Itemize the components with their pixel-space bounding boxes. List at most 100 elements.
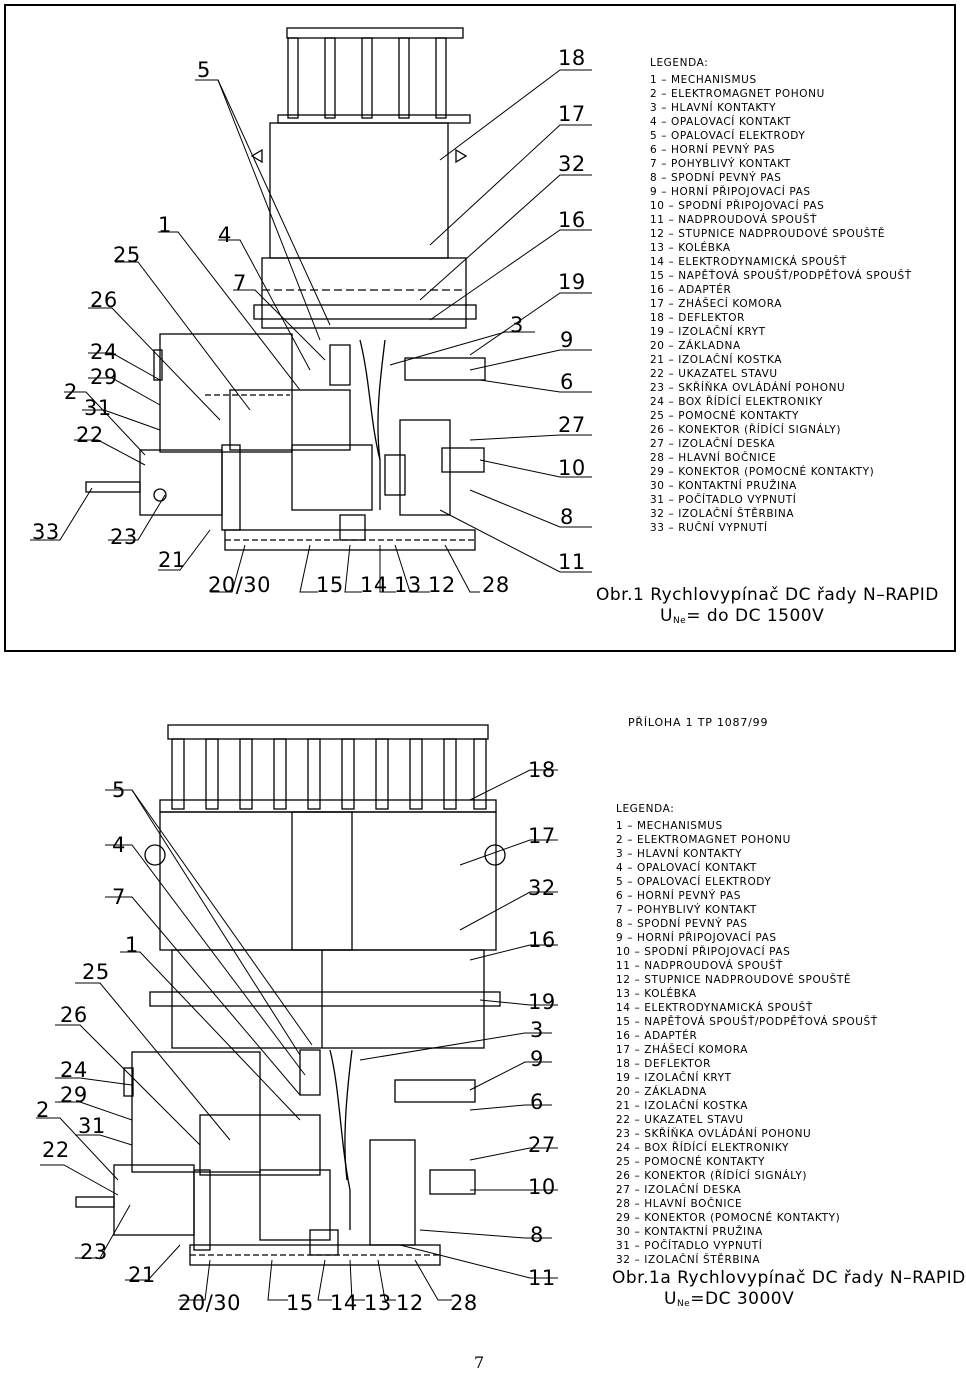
legend-item: 2 – ELEKTROMAGNET POHONU <box>650 88 825 100</box>
label-9: 9 <box>530 1047 544 1071</box>
legend-item: 29 – KONEKTOR (POMOCNÉ KONTAKTY) <box>650 466 875 478</box>
legend-item: 26 – KONEKTOR (ŘÍDÍCÍ SIGNÁLY) <box>650 424 842 436</box>
legend-item: 14 – ELEKTRODYNAMICKÁ SPOUŠŤ <box>616 1002 813 1014</box>
label-10: 10 <box>558 456 586 480</box>
legend-item: 19 – IZOLAČNÍ KRYT <box>650 326 766 338</box>
legend-item: 14 – ELEKTRODYNAMICKÁ SPOUŠŤ <box>650 256 847 268</box>
label-2: 2 <box>64 380 78 404</box>
legend-item: 23 – SKŘÍŇKA OVLÁDÁNÍ POHONU <box>650 382 846 394</box>
page-number: 7 <box>474 1353 485 1372</box>
drive-housing <box>75 1164 211 1251</box>
label-4: 4 <box>218 223 232 247</box>
legend-item: 11 – NADPROUDOVÁ SPOUŠŤ <box>650 214 818 226</box>
mechanism <box>199 1049 353 1256</box>
legend-item: 10 – SPODNÍ PŘIPOJOVACÍ PAS <box>650 200 825 212</box>
legend-item: 6 – HORNÍ PEVNÝ PAS <box>650 144 776 156</box>
label-5: 5 <box>197 58 211 82</box>
label-7: 7 <box>233 271 247 295</box>
legend-item: 33 – RUČNÍ VYPNUTÍ <box>650 522 768 534</box>
legend-item: 29 – KONEKTOR (POMOCNÉ KONTAKTY) <box>616 1212 841 1224</box>
label-24: 24 <box>60 1058 88 1082</box>
label-13: 13 <box>364 1291 392 1315</box>
legend-item: 4 – OPALOVACÍ KONTAKT <box>650 116 791 128</box>
label-29: 29 <box>60 1083 88 1107</box>
label-32: 32 <box>528 876 556 900</box>
label-16: 16 <box>558 208 586 232</box>
label-11: 11 <box>558 550 586 574</box>
label-27: 27 <box>558 413 586 437</box>
label-31: 31 <box>78 1114 106 1138</box>
label-15: 15 <box>286 1291 314 1315</box>
label-1: 1 <box>125 933 139 957</box>
label-1: 1 <box>158 213 172 237</box>
legend-item: 20 – ZÁKLADNA <box>616 1086 707 1098</box>
legend-item: 15 – NAPĚŤOVÁ SPOUŠŤ/PODPĚŤOVÁ SPOUŠŤ <box>616 1016 878 1028</box>
label-13: 13 <box>394 573 422 597</box>
legend-item: 30 – KONTAKTNÍ PRUŽINA <box>616 1226 763 1238</box>
legend-item: 18 – DEFLEKTOR <box>616 1058 711 1070</box>
deflector-fins <box>159 724 497 813</box>
label-20-30: 20/30 <box>208 573 272 597</box>
label-6: 6 <box>560 370 574 394</box>
label-12: 12 <box>396 1291 424 1315</box>
legend-item: 17 – ZHÁŠECÍ KOMORA <box>650 298 782 310</box>
legend-item: 8 – SPODNÍ PEVNÝ PAS <box>650 172 782 184</box>
legend-item: 25 – POMOCNÉ KONTAKTY <box>650 410 800 422</box>
control-box <box>123 1051 261 1173</box>
legend-item: 18 – DEFLEKTOR <box>650 312 745 324</box>
caption-figure-2: Obr.1a Rychlovypínač DC řady N–RAPID UNe… <box>612 1268 966 1315</box>
legend-item: 10 – SPODNÍ PŘIPOJOVACÍ PAS <box>616 946 791 958</box>
label-14: 14 <box>330 1291 358 1315</box>
label-31: 31 <box>84 396 112 420</box>
legend-item: 28 – HLAVNÍ BOČNICE <box>650 452 777 464</box>
label-24: 24 <box>90 340 118 364</box>
legend-item: 27 – IZOLAČNÍ DESKA <box>650 438 776 450</box>
label-22: 22 <box>76 423 104 447</box>
contact-blocks <box>369 1079 476 1246</box>
label-12: 12 <box>428 573 456 597</box>
label-20-30: 20/30 <box>178 1291 242 1315</box>
legend-item: 3 – HLAVNÍ KONTAKTY <box>616 848 743 860</box>
legend-item: 25 – POMOCNÉ KONTAKTY <box>616 1156 766 1168</box>
label-5: 5 <box>112 778 126 802</box>
label-3: 3 <box>530 1018 544 1042</box>
label-17: 17 <box>528 824 556 848</box>
legend-item: 24 – BOX ŘÍDÍCÍ ELEKTRONIKY <box>616 1142 790 1154</box>
legend-item: 12 – STUPNICE NADPROUDOVÉ SPOUŠTĚ <box>650 228 886 240</box>
legend-item: 7 – POHYBLIVÝ KONTAKT <box>616 904 757 916</box>
label-10: 10 <box>528 1175 556 1199</box>
legend-item: 11 – NADPROUDOVÁ SPOUŠŤ <box>616 960 784 972</box>
legend-item: 28 – HLAVNÍ BOČNICE <box>616 1198 743 1210</box>
legend-item: 9 – HORNÍ PŘIPOJOVACÍ PAS <box>650 186 811 198</box>
label-16: 16 <box>528 928 556 952</box>
legend-item: 9 – HORNÍ PŘIPOJOVACÍ PAS <box>616 932 777 944</box>
label-27: 27 <box>528 1133 556 1157</box>
legend-item: 31 – POČÍTADLO VYPNUTÍ <box>616 1240 763 1252</box>
legend-item: 1 – MECHANISMUS <box>616 820 723 832</box>
legend-item: 8 – SPODNÍ PEVNÝ PAS <box>616 918 748 930</box>
label-25: 25 <box>113 243 141 267</box>
label-7: 7 <box>112 885 126 909</box>
label-29: 29 <box>90 365 118 389</box>
label-32: 32 <box>558 152 586 176</box>
legend-item: 6 – HORNÍ PEVNÝ PAS <box>616 890 742 902</box>
legend-item: 19 – IZOLAČNÍ KRYT <box>616 1072 732 1084</box>
label-33: 33 <box>32 520 60 544</box>
legend-item: 5 – OPALOVACÍ ELEKTRODY <box>650 130 806 142</box>
label-21: 21 <box>128 1263 156 1287</box>
figure-2-drawing <box>36 724 558 1301</box>
legend-item: 17 – ZHÁŠECÍ KOMORA <box>616 1044 748 1056</box>
leader-lines <box>30 69 592 593</box>
caption-voltage: UNe=DC 3000V <box>664 1289 795 1309</box>
legend-item: 7 – POHYBLIVÝ KONTAKT <box>650 158 791 170</box>
label-6: 6 <box>530 1090 544 1114</box>
legend-item: 3 – HLAVNÍ KONTAKTY <box>650 102 777 114</box>
legend-item: 4 – OPALOVACÍ KONTAKT <box>616 862 757 874</box>
label-25: 25 <box>82 960 110 984</box>
label-8: 8 <box>560 505 574 529</box>
legend-item: 22 – UKAZATEL STAVU <box>616 1114 744 1126</box>
legend-item: 20 – ZÁKLADNA <box>650 340 741 352</box>
label-17: 17 <box>558 102 586 126</box>
legend-item: 26 – KONEKTOR (ŘÍDÍCÍ SIGNÁLY) <box>616 1170 808 1182</box>
